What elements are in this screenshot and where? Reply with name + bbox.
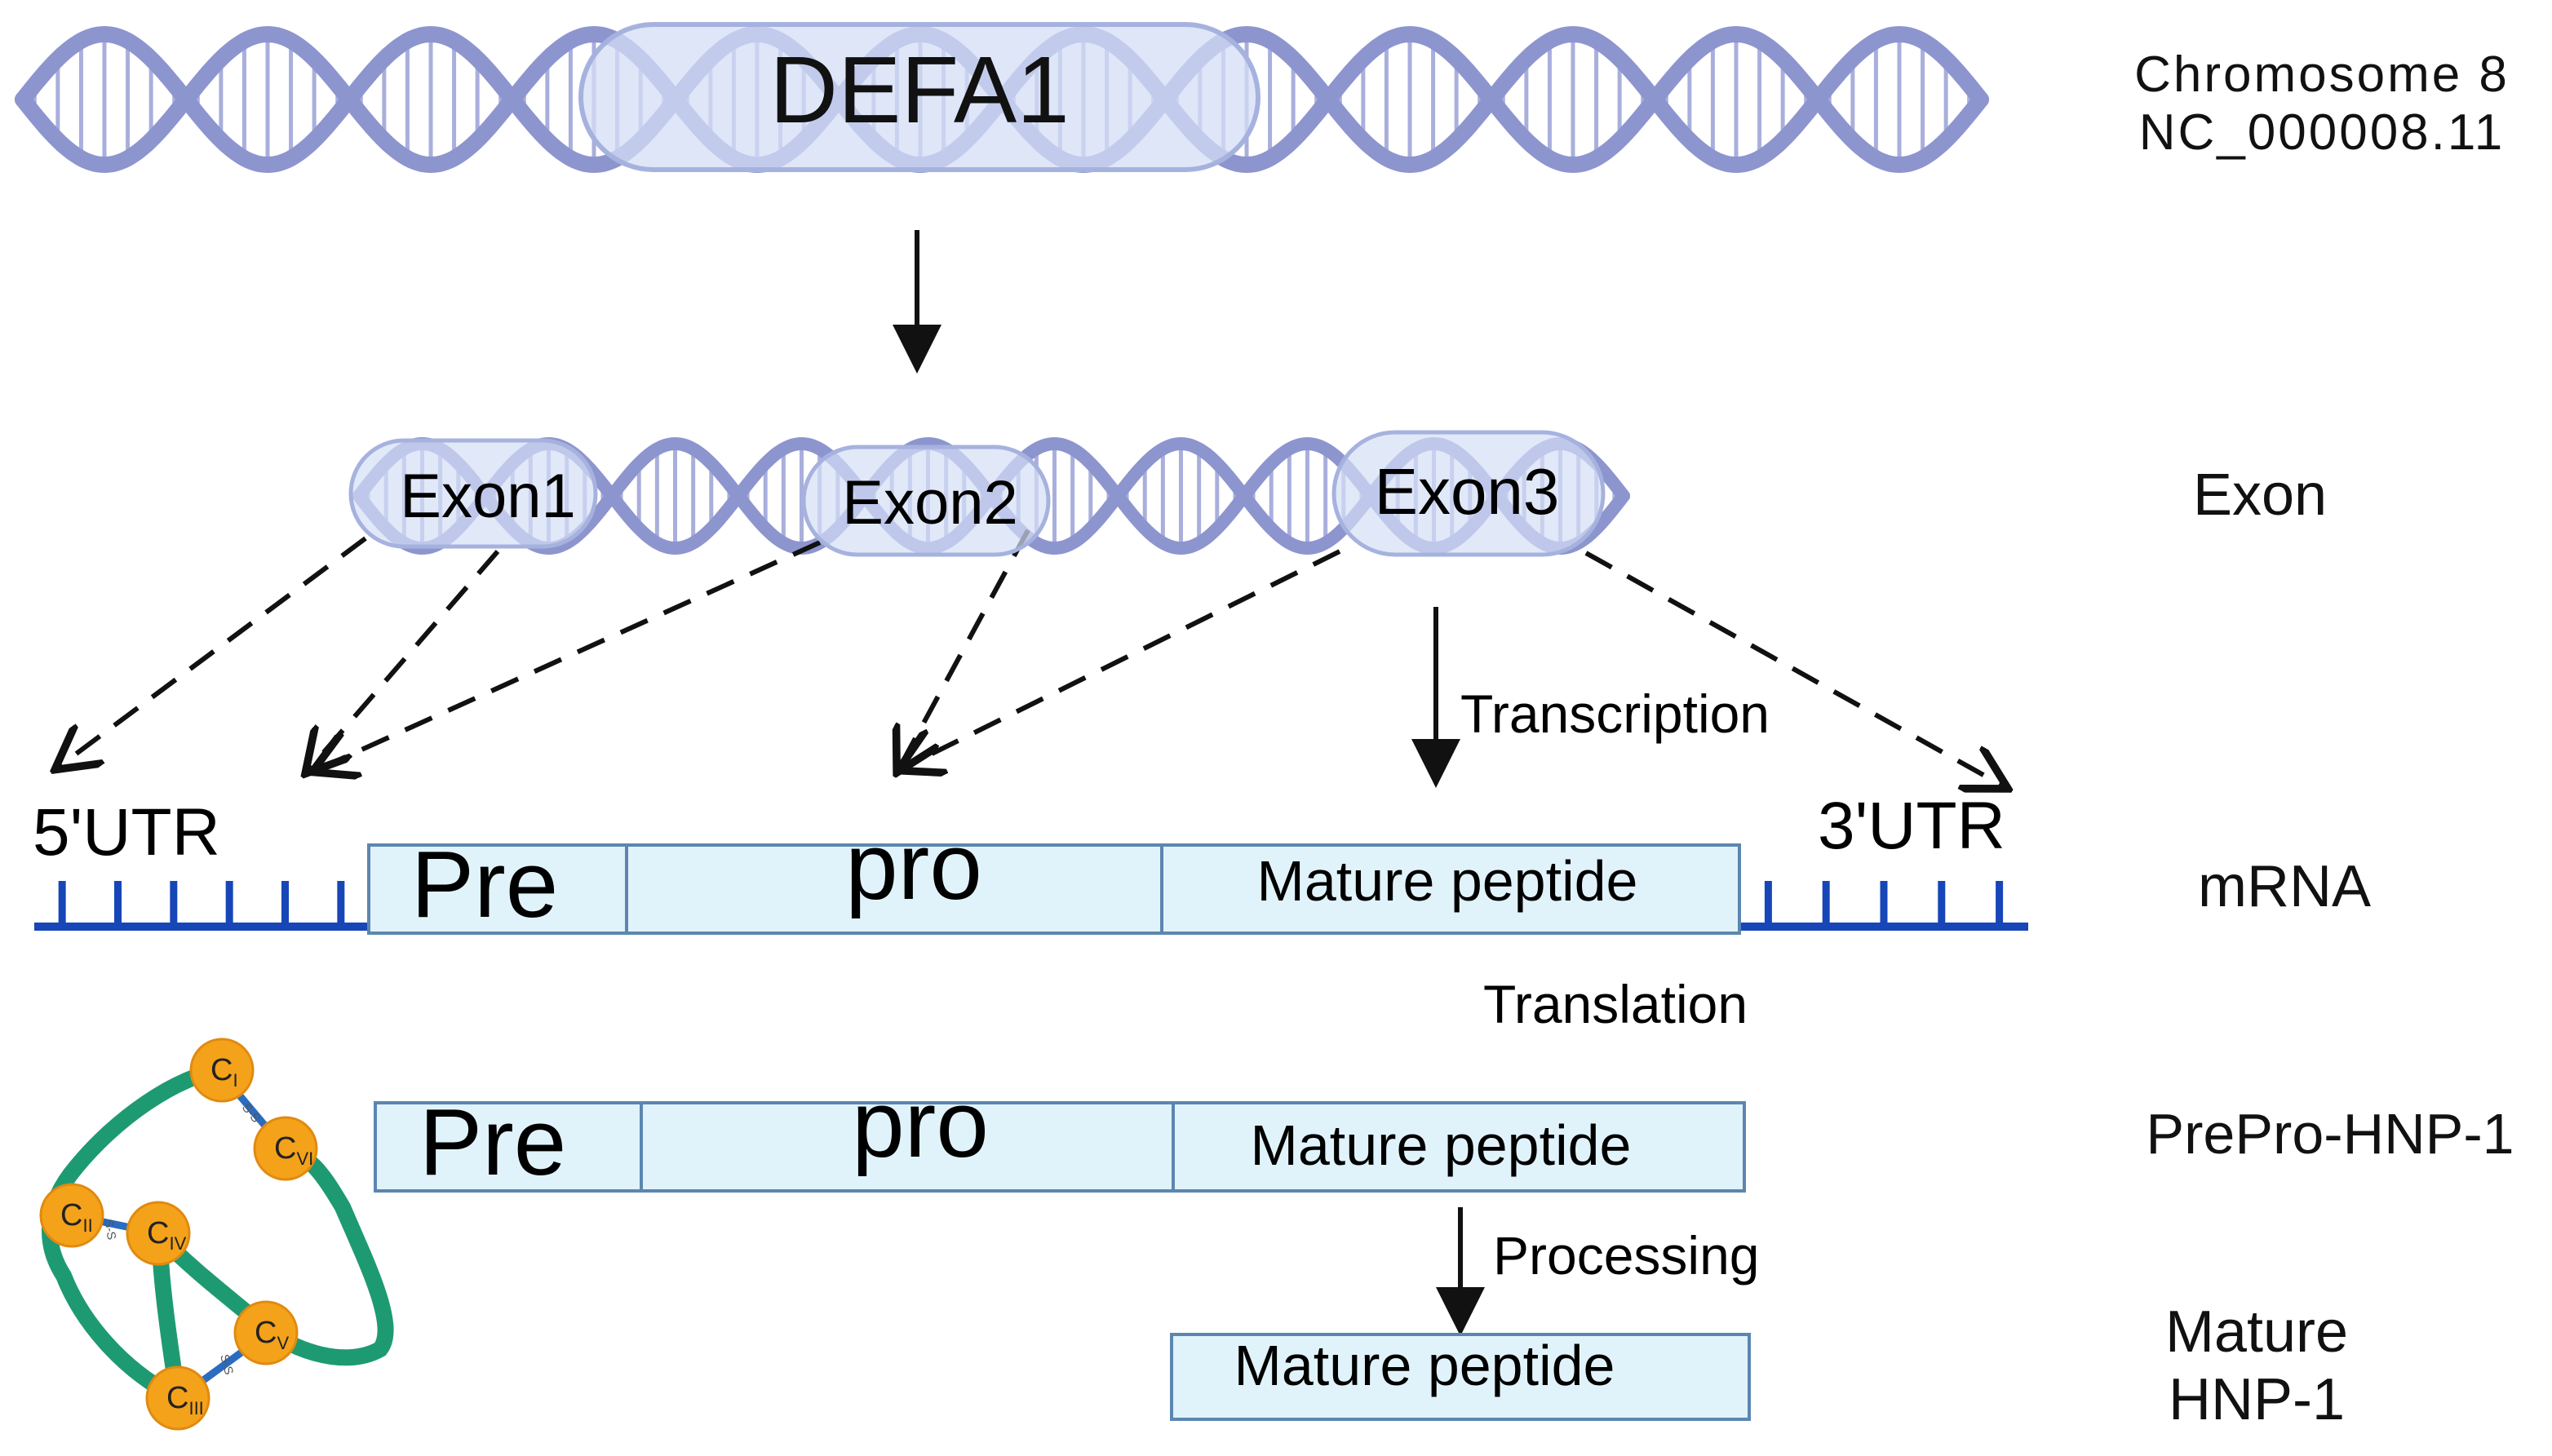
prepro-row-label: PrePro-HNP-1 (2146, 1102, 2514, 1166)
mrna-pro-label: pro (845, 813, 982, 919)
translation-label: Translation (1483, 974, 1748, 1034)
cysteine-node: CII (39, 1183, 104, 1248)
exon3-capsule: Exon3 (1331, 430, 1606, 557)
utr3-label: 3'UTR (1818, 789, 2005, 863)
ss-bond-label: S-S (217, 1353, 236, 1377)
mrna-mature-label: Mature peptide (1257, 849, 1638, 913)
exon2-label: Exon2 (842, 468, 1018, 538)
mature-peptide-box: Mature peptide (1170, 1333, 1751, 1421)
transcription-label: Transcription (1460, 684, 1770, 744)
dashed-arrow-icon (899, 529, 1030, 768)
prepro-pro-label: pro (852, 1071, 989, 1177)
dashed-arrow-icon (317, 540, 822, 770)
chromosome-label: Chromosome 8 NC_000008.11 (2118, 46, 2526, 162)
mature-row-label-line1: Mature (2164, 1299, 2349, 1365)
utr5-label: 5'UTR (33, 795, 220, 870)
utr3-comb (1739, 881, 2028, 931)
gene-name: DEFA1 (769, 37, 1069, 143)
dashed-arrow-icon (902, 549, 1341, 768)
mature-box-label: Mature peptide (1234, 1334, 1615, 1397)
mrna-bar: Pre pro Mature peptide (367, 813, 1741, 937)
prepro-bar: Pre pro Mature peptide (374, 1071, 1746, 1195)
cysteine-node: CI (189, 1038, 255, 1103)
dashed-arrow-icon (308, 550, 500, 770)
processing-label: Processing (1493, 1225, 1760, 1286)
exon1-capsule: Exon1 (348, 438, 598, 549)
peptide-backbone (42, 1062, 394, 1406)
dashed-arrow-icon (59, 536, 367, 767)
prepro-pre-label: Pre (419, 1089, 567, 1195)
ss-bond-label: S-S (101, 1219, 118, 1241)
exon3-label: Exon3 (1375, 455, 1560, 528)
mrna-pro-segment (625, 843, 1163, 935)
prepro-mature-label: Mature peptide (1251, 1113, 1632, 1177)
prepro-pro-segment (640, 1101, 1175, 1193)
defa1-capsule: DEFA1 (578, 22, 1260, 172)
dashed-arrow-icon (1584, 551, 2004, 786)
chromosome-name: Chromosome 8 (2134, 46, 2510, 103)
cysteine-node: CIV (126, 1201, 191, 1266)
prepro-pre-segment (374, 1101, 643, 1193)
cysteine-node: CV (233, 1300, 299, 1365)
exon-row-label: Exon (2192, 462, 2328, 528)
utr5-comb (34, 881, 369, 931)
cysteine-node: CVI (253, 1116, 318, 1181)
mrna-row-label: mRNA (2198, 854, 2371, 919)
mature-row-label: Mature HNP-1 (2134, 1299, 2379, 1434)
cysteine-label: CV (255, 1316, 289, 1353)
mrna-mature-segment (1160, 843, 1741, 935)
cysteine-node: CIII (145, 1365, 210, 1431)
prepro-mature-segment (1172, 1101, 1746, 1193)
mrna-pre-label: Pre (411, 831, 559, 937)
exon2-capsule: Exon2 (801, 445, 1051, 557)
chromosome-accession: NC_000008.11 (2138, 104, 2505, 162)
exon1-label: Exon1 (400, 462, 576, 531)
mature-row-label-line2: HNP-1 (2168, 1366, 2346, 1432)
exon-mapping-arrows (59, 529, 2004, 786)
